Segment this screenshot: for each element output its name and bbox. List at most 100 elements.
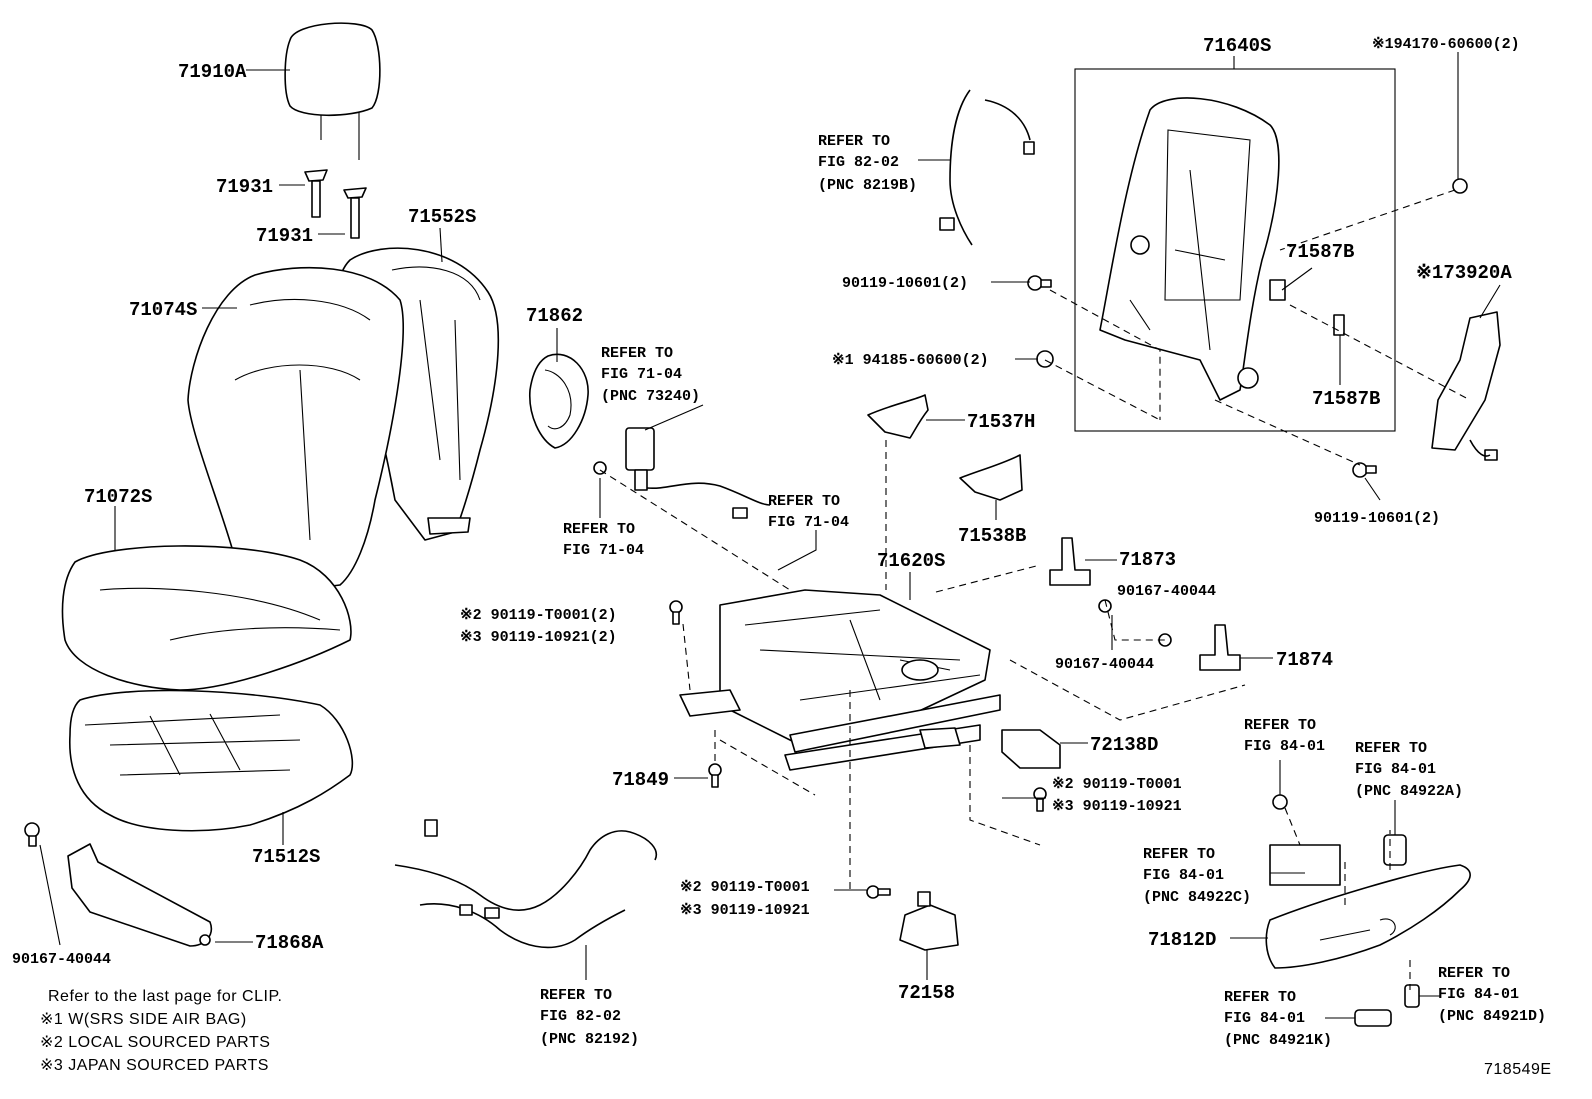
part-labels: 71910A 71931 71931 71552S 71074S 71862 7… bbox=[12, 35, 1520, 1004]
svg-text:(PNC 84922C): (PNC 84922C) bbox=[1143, 889, 1251, 906]
svg-text:REFER TO: REFER TO bbox=[1244, 717, 1316, 734]
svg-text:REFER TO: REFER TO bbox=[563, 521, 635, 538]
svg-text:REFER TO: REFER TO bbox=[1438, 965, 1510, 982]
label-clip-71849: 71849 bbox=[612, 769, 669, 791]
svg-text:FIG 71-04: FIG 71-04 bbox=[768, 514, 849, 531]
ref-8219b: REFER TO FIG 82-02 (PNC 8219B) bbox=[818, 133, 917, 194]
plate-drawing bbox=[1001, 729, 1061, 769]
ref-7104b: REFER TO FIG 71-04 bbox=[768, 493, 849, 531]
svg-text:(PNC 82192): (PNC 82192) bbox=[540, 1031, 639, 1048]
headrest-drawing bbox=[284, 22, 381, 160]
seat-back-pad-drawing bbox=[187, 266, 404, 591]
shield-drawing bbox=[67, 843, 212, 947]
label-back-cover: 71552S bbox=[408, 206, 476, 228]
ref-82192: REFER TO FIG 82-02 (PNC 82192) bbox=[540, 987, 639, 1048]
side-shield-drawing bbox=[1265, 794, 1471, 1027]
label-bracket-b: 71587B bbox=[1312, 388, 1380, 410]
note-3: ※3 JAPAN SOURCED PARTS bbox=[40, 1057, 269, 1074]
label-plate: 72138D bbox=[1090, 734, 1158, 756]
svg-text:FIG 84-01: FIG 84-01 bbox=[1224, 1010, 1305, 1027]
svg-text:FIG 82-02: FIG 82-02 bbox=[818, 154, 899, 171]
label-bolt-left: 90167-40044 bbox=[12, 951, 111, 968]
label-hook-2: 71874 bbox=[1276, 649, 1333, 671]
wire-ring-drawing bbox=[529, 353, 589, 449]
svg-text:FIG 84-01: FIG 84-01 bbox=[1244, 738, 1325, 755]
notes: Refer to the last page for CLIP. ※1 W(SR… bbox=[40, 988, 1552, 1078]
svg-text:(PNC 84922A): (PNC 84922A) bbox=[1355, 783, 1463, 800]
svg-text:FIG 71-04: FIG 71-04 bbox=[563, 542, 644, 559]
label-clip-airbag-top: ※194170-60600(2) bbox=[1372, 36, 1520, 53]
label-cushion-pad: 71512S bbox=[252, 846, 320, 868]
svg-text:(PNC 84921K): (PNC 84921K) bbox=[1224, 1032, 1332, 1049]
svg-text:FIG 84-01: FIG 84-01 bbox=[1143, 867, 1224, 884]
label-bolt-frame-2: 90119-10601(2) bbox=[1314, 510, 1440, 527]
wire-harness-bottom-drawing bbox=[394, 819, 657, 949]
label-wire-ring: 71862 bbox=[526, 305, 583, 327]
label-hinge-cover-h: 71537H bbox=[967, 411, 1035, 433]
label-frame-assy: 71640S bbox=[1203, 35, 1271, 57]
svg-text:FIG 84-01: FIG 84-01 bbox=[1355, 761, 1436, 778]
ref-7104a: REFER TO FIG 71-04 bbox=[563, 521, 644, 559]
label-bolt-b: ※3 90119-10921(2) bbox=[460, 629, 617, 646]
seat-cushion-pad-drawing bbox=[69, 689, 354, 832]
svg-text:REFER TO: REFER TO bbox=[1355, 740, 1427, 757]
svg-text:FIG 71-04: FIG 71-04 bbox=[601, 366, 682, 383]
frame-assy-drawing bbox=[1074, 68, 1396, 432]
label-bolt-hook-2: 90167-40044 bbox=[1055, 656, 1154, 673]
ref-8401a: REFER TO FIG 84-01 bbox=[1244, 717, 1325, 755]
adjuster-bolts-drawing bbox=[669, 600, 1047, 899]
label-bolt-frame-1: 90119-10601(2) bbox=[842, 275, 968, 292]
svg-text:REFER TO: REFER TO bbox=[1224, 989, 1296, 1006]
adjuster-drawing bbox=[679, 589, 1001, 771]
bolt-left-drawing bbox=[24, 822, 40, 847]
label-bolt-a: ※2 90119-T0001(2) bbox=[460, 607, 617, 624]
ref-84921d: REFER TO FIG 84-01 (PNC 84921D) bbox=[1438, 965, 1546, 1025]
label-cushion-cover: 71072S bbox=[84, 486, 152, 508]
side-airbag-drawing bbox=[1431, 311, 1501, 461]
svg-text:REFER TO: REFER TO bbox=[818, 133, 890, 150]
hinge-covers-drawing bbox=[867, 394, 1023, 501]
seat-cushion-cover-drawing bbox=[61, 545, 352, 691]
label-bolt-f: ※3 90119-10921 bbox=[680, 902, 810, 919]
label-bolt-c: ※2 90119-T0001 bbox=[1052, 776, 1182, 793]
headrest-support-drawing bbox=[304, 169, 367, 239]
dashed-reference-lines bbox=[599, 189, 1471, 990]
label-hook-1: 71873 bbox=[1119, 549, 1176, 571]
label-airbag: ※173920A bbox=[1416, 262, 1512, 284]
label-shield: 71868A bbox=[255, 932, 324, 954]
svg-text:(PNC 8219B): (PNC 8219B) bbox=[818, 177, 917, 194]
label-bolt-hook-1: 90167-40044 bbox=[1117, 583, 1216, 600]
ref-73240: REFER TO FIG 71-04 (PNC 73240) bbox=[601, 345, 700, 405]
figure-id: 718549E bbox=[1484, 1061, 1552, 1078]
ref-84922c: REFER TO FIG 84-01 (PNC 84922C) bbox=[1143, 846, 1251, 906]
leader-lines bbox=[39, 52, 1501, 1019]
svg-text:FIG 82-02: FIG 82-02 bbox=[540, 1008, 621, 1025]
ref-84922a: REFER TO FIG 84-01 (PNC 84922A) bbox=[1355, 740, 1463, 800]
svg-text:(PNC 84921D): (PNC 84921D) bbox=[1438, 1008, 1546, 1025]
label-bolt-e: ※2 90119-T0001 bbox=[680, 879, 810, 896]
label-nut-airbag: ※1 94185-60600(2) bbox=[832, 352, 989, 369]
svg-text:FIG 84-01: FIG 84-01 bbox=[1438, 986, 1519, 1003]
note-clip: Refer to the last page for CLIP. bbox=[48, 988, 283, 1005]
svg-text:(PNC 73240): (PNC 73240) bbox=[601, 388, 700, 405]
label-side-shield: 71812D bbox=[1148, 929, 1216, 951]
svg-text:REFER TO: REFER TO bbox=[540, 987, 612, 1004]
reference-labels: REFER TO FIG 82-02 (PNC 8219B) REFER TO … bbox=[540, 133, 1546, 1049]
label-bracket-a: 71587B bbox=[1286, 241, 1354, 263]
ref-84921k: REFER TO FIG 84-01 (PNC 84921K) bbox=[1224, 989, 1332, 1049]
label-bolt-d: ※3 90119-10921 bbox=[1052, 798, 1182, 815]
svg-text:REFER TO: REFER TO bbox=[768, 493, 840, 510]
label-support-1: 71931 bbox=[216, 176, 273, 198]
label-back-pad: 71074S bbox=[129, 299, 197, 321]
seat-belt-buckle-drawing bbox=[593, 427, 771, 519]
label-adjuster: 71620S bbox=[877, 550, 945, 572]
svg-text:REFER TO: REFER TO bbox=[1143, 846, 1215, 863]
svg-text:REFER TO: REFER TO bbox=[601, 345, 673, 362]
label-support-2: 71931 bbox=[256, 225, 313, 247]
label-wire-72158: 72158 bbox=[898, 982, 955, 1004]
wire-72158-drawing bbox=[899, 891, 959, 951]
wire-harness-top-drawing bbox=[939, 89, 1035, 246]
label-hinge-cover-b: 71538B bbox=[958, 525, 1026, 547]
note-1: ※1 W(SRS SIDE AIR BAG) bbox=[40, 1011, 247, 1028]
